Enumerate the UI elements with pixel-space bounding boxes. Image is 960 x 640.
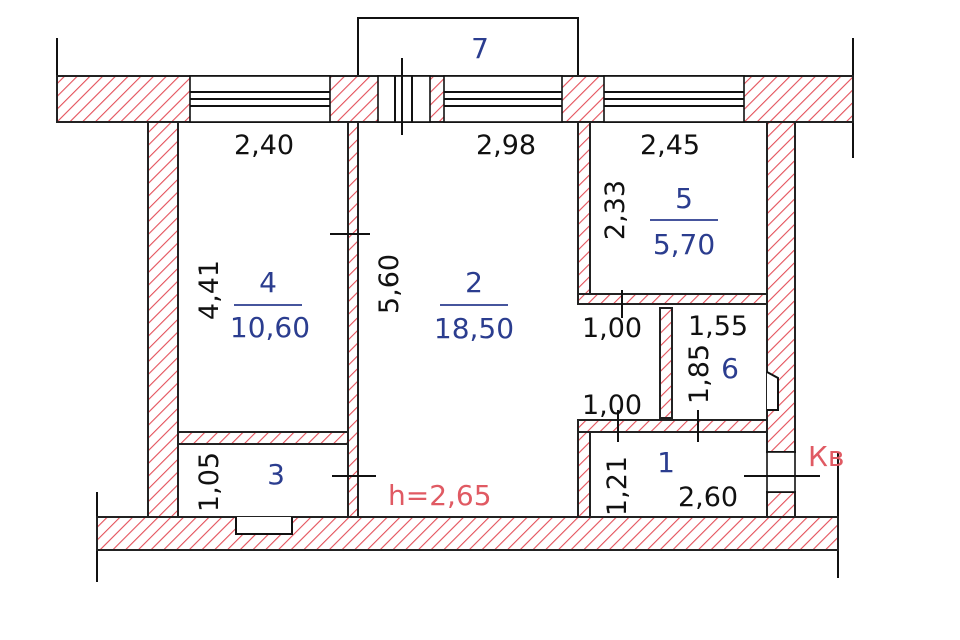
- room-5-label: 5 5,70: [650, 182, 718, 261]
- room-4-number: 4: [259, 266, 277, 299]
- dim-room2-length: 5,60: [374, 254, 405, 314]
- room-4-label: 4 10,60: [230, 266, 310, 344]
- dim-room3-length: 1,05: [194, 452, 225, 512]
- room-4-area: 10,60: [230, 311, 310, 344]
- bottom-wall: [96, 516, 839, 551]
- room-5-area: 5,70: [653, 228, 715, 261]
- dim-room5-length: 2,33: [600, 180, 631, 240]
- dim-room4-length: 4,41: [194, 260, 225, 320]
- dim-room4-width: 2,40: [234, 130, 294, 161]
- room-3-number: 3: [267, 458, 285, 491]
- room-2-label: 2 18,50: [434, 266, 514, 345]
- apartment-label: Кв: [808, 440, 844, 473]
- dim-room6-length: 1,85: [684, 344, 715, 404]
- top-wall: [56, 58, 854, 135]
- dimension-ticks: [330, 233, 820, 477]
- room-2-area: 18,50: [434, 312, 514, 345]
- left-wall: [147, 121, 179, 518]
- dim-room2-width: 2,98: [476, 130, 536, 161]
- right-wall: [766, 121, 796, 518]
- room-5-number: 5: [675, 182, 693, 215]
- interior-walls: [177, 121, 779, 518]
- dim-room6-width: 1,55: [688, 311, 748, 342]
- room-2-number: 2: [465, 266, 483, 299]
- room-1-number: 1: [657, 446, 675, 479]
- dim-room5-width: 2,45: [640, 130, 700, 161]
- dim-room1-length: 1,21: [602, 456, 633, 516]
- dim-opening-upper: 1,00: [582, 313, 642, 344]
- room-7-number: 7: [471, 32, 489, 65]
- room-6-number: 6: [721, 352, 739, 385]
- ceiling-height-note: h=2,65: [388, 479, 492, 512]
- balcony-outline: [357, 17, 579, 77]
- dim-room1-width: 2,60: [678, 482, 738, 513]
- dim-opening-lower: 1,00: [582, 390, 642, 421]
